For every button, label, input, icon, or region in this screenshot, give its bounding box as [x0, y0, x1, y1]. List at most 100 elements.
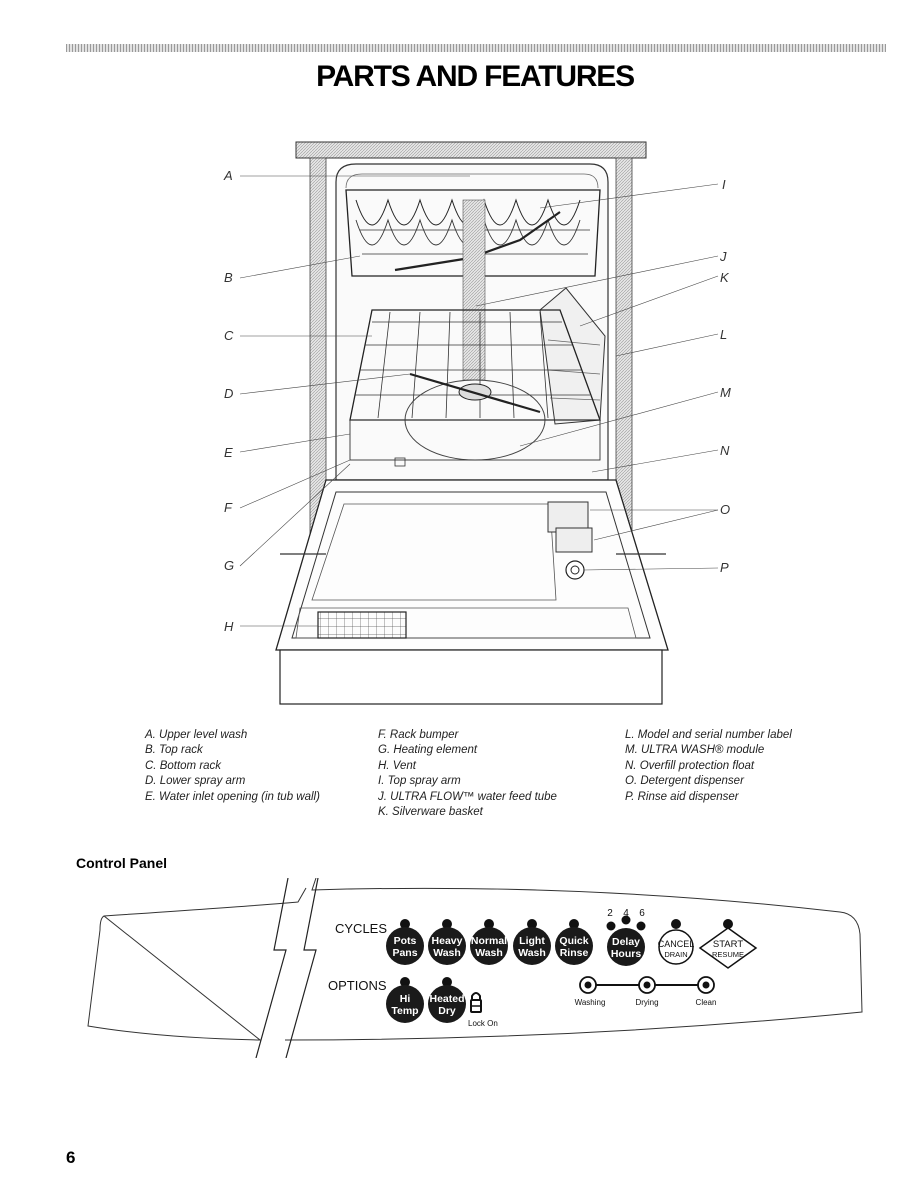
indicator-light — [484, 919, 494, 929]
cancel-label: CANCEL — [658, 939, 695, 949]
normal-wash-button[interactable]: Normal Wash — [470, 919, 508, 965]
hi-temp-button[interactable]: Hi Temp — [386, 977, 424, 1023]
feed-tube — [462, 199, 486, 381]
legend-item: F. Rack bumper — [378, 729, 459, 741]
legend-item: O. Detergent dispenser — [625, 775, 744, 788]
legend-column-1: A. Upper level wash B. Top rack C. Botto… — [145, 728, 320, 805]
clean-label: Clean — [696, 998, 717, 1007]
header-rule — [66, 44, 886, 52]
callout-e: E — [224, 445, 233, 460]
callout-p: P — [720, 560, 729, 575]
dishwasher-diagram — [239, 141, 719, 705]
resume-label: RESUME — [712, 950, 744, 959]
light-wash-label-2: Wash — [518, 947, 546, 959]
indicator-light — [527, 919, 537, 929]
legend-item: E. Water inlet opening (in tub wall) — [145, 790, 320, 803]
legend-item: P. Rinse aid dispenser — [625, 790, 739, 803]
cycles-label: CYCLES — [335, 921, 387, 936]
countertop — [295, 141, 647, 159]
hi-temp-label-1: Hi — [400, 993, 411, 1005]
cancel-drain-button[interactable]: CANCEL DRAIN — [658, 919, 695, 965]
hi-temp-label-2: Temp — [391, 1005, 418, 1017]
indicator-light — [442, 919, 452, 929]
indicator-light-4 — [621, 915, 631, 925]
quick-rinse-label-2: Rinse — [560, 947, 589, 959]
delay-number-6: 6 — [639, 908, 645, 919]
callout-i: I — [722, 177, 726, 192]
normal-wash-label-2: Wash — [475, 947, 503, 959]
heavy-wash-button[interactable]: Heavy Wash — [428, 919, 466, 965]
pots-pans-label-1: Pots — [394, 935, 417, 947]
heavy-wash-label-1: Heavy — [432, 935, 463, 947]
indicator-light-6 — [636, 921, 646, 931]
legend-item: L. Model and serial number label — [625, 729, 792, 741]
callout-l: L — [720, 327, 728, 342]
callout-b: B — [224, 270, 233, 285]
quick-rinse-button[interactable]: Quick Rinse — [555, 919, 593, 965]
legend-item: D. Lower spray arm — [145, 775, 246, 788]
callout-o: O — [720, 502, 731, 517]
legend-item: A. Upper level wash — [145, 729, 248, 741]
legend-item: J. ULTRA FLOW™ water feed tube — [378, 790, 557, 803]
callout-j: J — [720, 249, 727, 264]
delay-hours-button[interactable]: Delay Hours — [606, 915, 646, 967]
bottom-rack — [349, 309, 601, 467]
legend-column-3: L. Model and serial number label M. ULTR… — [625, 728, 792, 805]
callout-k: K — [720, 270, 729, 285]
light-wash-label-1: Light — [519, 935, 545, 947]
page-number: 6 — [66, 1148, 76, 1167]
detergent-dispenser-lower — [555, 527, 593, 553]
control-panel-title: Control Panel — [76, 855, 168, 871]
delay-hours-label-1: Delay — [612, 936, 640, 948]
quick-rinse-label-1: Quick — [559, 935, 588, 947]
panel-outline — [87, 878, 863, 1041]
page-title: PARTS AND FEATURES — [316, 60, 635, 93]
start-label: START — [713, 939, 743, 950]
heated-dry-label-2: Dry — [438, 1005, 456, 1017]
options-label: OPTIONS — [328, 978, 387, 993]
callout-m: M — [720, 385, 731, 400]
door-base — [279, 649, 663, 705]
legend-item: G. Heating element — [378, 744, 478, 757]
lock-icon — [470, 992, 482, 1013]
callout-d: D — [224, 386, 234, 401]
rinse-aid-dispenser — [565, 560, 585, 580]
indicator-light-2 — [606, 921, 616, 931]
indicator-light — [671, 919, 681, 929]
legend-item: K. Silverware basket — [378, 806, 483, 819]
status-indicators: Washing Drying Clean — [575, 976, 717, 1007]
pots-pans-label-2: Pans — [392, 947, 417, 959]
legend-item: N. Overfill protection float — [625, 759, 755, 772]
vent — [317, 611, 407, 639]
legend-item: C. Bottom rack — [145, 759, 222, 772]
indicator-light — [400, 919, 410, 929]
pots-pans-button[interactable]: Pots Pans — [386, 919, 424, 965]
delay-number-4: 4 — [623, 908, 629, 919]
callout-h: H — [224, 619, 234, 634]
legend-item: H. Vent — [378, 759, 416, 772]
callout-a: A — [224, 168, 233, 183]
cycle-buttons: Pots Pans Heavy Wash Normal Wash Light W… — [386, 915, 646, 967]
delay-number-2: 2 — [607, 908, 613, 919]
legend-item: M. ULTRA WASH® module — [625, 744, 765, 757]
callout-n: N — [720, 443, 730, 458]
callout-g: G — [224, 558, 235, 573]
heavy-wash-label-2: Wash — [433, 947, 461, 959]
legend-column-2: F. Rack bumper G. Heating element H. Ven… — [378, 728, 557, 820]
light-wash-button[interactable]: Light Wash — [513, 919, 551, 965]
start-resume-button[interactable]: START RESUME — [698, 919, 758, 969]
legend-item: B. Top rack — [145, 744, 203, 757]
callout-f: F — [224, 500, 232, 515]
drying-label: Drying — [635, 998, 658, 1007]
delay-hours-label-2: Hours — [611, 948, 641, 960]
heated-dry-button[interactable]: Heated Dry — [428, 977, 466, 1023]
control-panel-illustration: CYCLES OPTIONS Pots Pans Heavy Wash Norm… — [87, 878, 863, 1058]
washing-label: Washing — [575, 998, 606, 1007]
indicator-light — [442, 977, 452, 987]
legend-item: I. Top spray arm — [378, 775, 461, 788]
callout-c: C — [224, 328, 234, 343]
indicator-light — [569, 919, 579, 929]
lock-on-label: Lock On — [468, 1019, 498, 1028]
drain-label: DRAIN — [664, 950, 687, 959]
indicator-light — [400, 977, 410, 987]
